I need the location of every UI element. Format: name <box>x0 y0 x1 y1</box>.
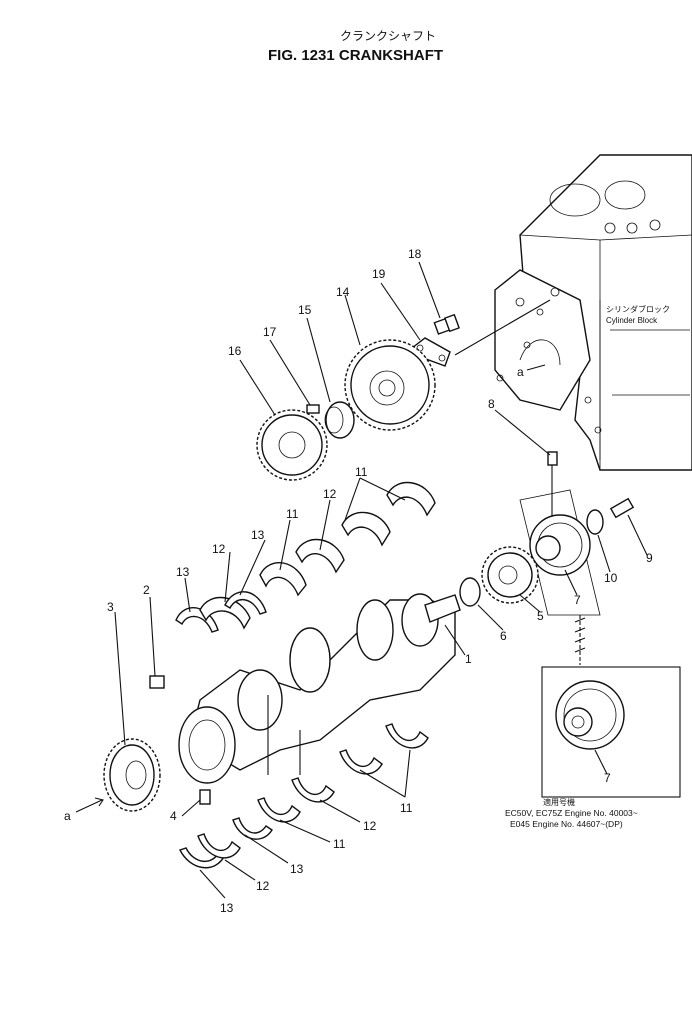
callout-11-upper: 11 <box>355 465 368 479</box>
callout-8: 8 <box>488 397 495 411</box>
main-bearing-11-upper-b <box>341 511 391 547</box>
main-bearing-11-lower-c <box>385 723 429 749</box>
cylinder-block-label: Cylinder Block <box>606 316 658 325</box>
view-marker-lower: a <box>64 809 71 823</box>
footnote-line-1: EC50V, EC75Z Engine No. 40003~ <box>505 808 638 818</box>
thrust-washer-13-lower-b <box>232 817 273 840</box>
crank-gear-3 <box>103 738 161 812</box>
crankshaft-1 <box>178 593 461 784</box>
callout-12-lower-right: 12 <box>363 819 377 833</box>
callout-4: 4 <box>170 809 177 823</box>
callout-15: 15 <box>298 303 312 317</box>
callout-12-upper-left: 12 <box>212 542 226 556</box>
callout-11-lower-right: 11 <box>400 801 413 815</box>
cylinder-block <box>494 154 692 471</box>
callout-12-lower-left: 12 <box>256 879 270 893</box>
main-bearing-11-upper-c <box>386 481 436 517</box>
main-bearing-11-lower-a <box>257 797 301 823</box>
washer-6 <box>459 577 481 607</box>
callout-19: 19 <box>372 267 386 281</box>
callout-18: 18 <box>408 247 422 261</box>
main-bearing-12-upper <box>199 596 251 630</box>
callout-1: 1 <box>465 652 472 666</box>
figure-title: FIG. 1231 CRANKSHAFT <box>268 47 443 64</box>
callout-2: 2 <box>143 583 150 597</box>
cylinder-block-label-jp: シリンダブロック <box>606 304 670 314</box>
callout-16: 16 <box>228 344 242 358</box>
main-bearing-12-lower-a <box>197 833 241 859</box>
crank-gear-5 <box>481 546 539 604</box>
leader-lines <box>114 261 648 899</box>
callout-7-upper: 7 <box>574 593 581 607</box>
crank-pulley-7-box <box>541 666 681 798</box>
callout-17: 17 <box>263 325 277 339</box>
callout-6: 6 <box>500 629 507 643</box>
callout-14: 14 <box>336 285 350 299</box>
main-bearing-11-lower-b <box>339 749 383 775</box>
callout-3: 3 <box>107 600 114 614</box>
callout-11-upper-left: 11 <box>286 507 299 521</box>
callout-12-upper-right: 12 <box>323 487 337 501</box>
callout-13-upper-right: 13 <box>251 528 265 542</box>
gear-16 <box>256 409 328 481</box>
bolt-9 <box>609 497 635 519</box>
footnote-jp: 適用号機 <box>543 797 575 807</box>
main-bearing-11-upper-a <box>259 562 307 597</box>
crank-pulley-7-upper <box>519 489 601 616</box>
callout-7-lower: 7 <box>604 771 611 785</box>
callout-11-lower: 11 <box>333 837 346 851</box>
bushing-15 <box>324 401 355 439</box>
footnote-line-2: E045 Engine No. 44607~(DP) <box>510 819 623 829</box>
callout-9: 9 <box>646 551 653 565</box>
callout-13-lower-right: 13 <box>290 862 304 876</box>
callout-5: 5 <box>537 609 544 623</box>
thrust-washer-13-upper-b <box>224 591 267 615</box>
callout-13-lower-left: 13 <box>220 901 234 915</box>
washer-10 <box>586 509 604 535</box>
pin-17 <box>306 404 320 414</box>
idler-gear-14 <box>344 339 436 431</box>
title-japanese: クランクシャフト <box>340 29 436 43</box>
bolt-18 <box>433 313 460 335</box>
callout-10: 10 <box>604 571 618 585</box>
view-marker-upper: a <box>517 365 524 379</box>
key-4 <box>199 789 211 805</box>
callout-13-upper-left: 13 <box>176 565 190 579</box>
main-bearing-12-lower-b <box>291 777 335 803</box>
pin-2 <box>149 675 165 689</box>
main-bearing-12-upper-b <box>295 538 345 574</box>
